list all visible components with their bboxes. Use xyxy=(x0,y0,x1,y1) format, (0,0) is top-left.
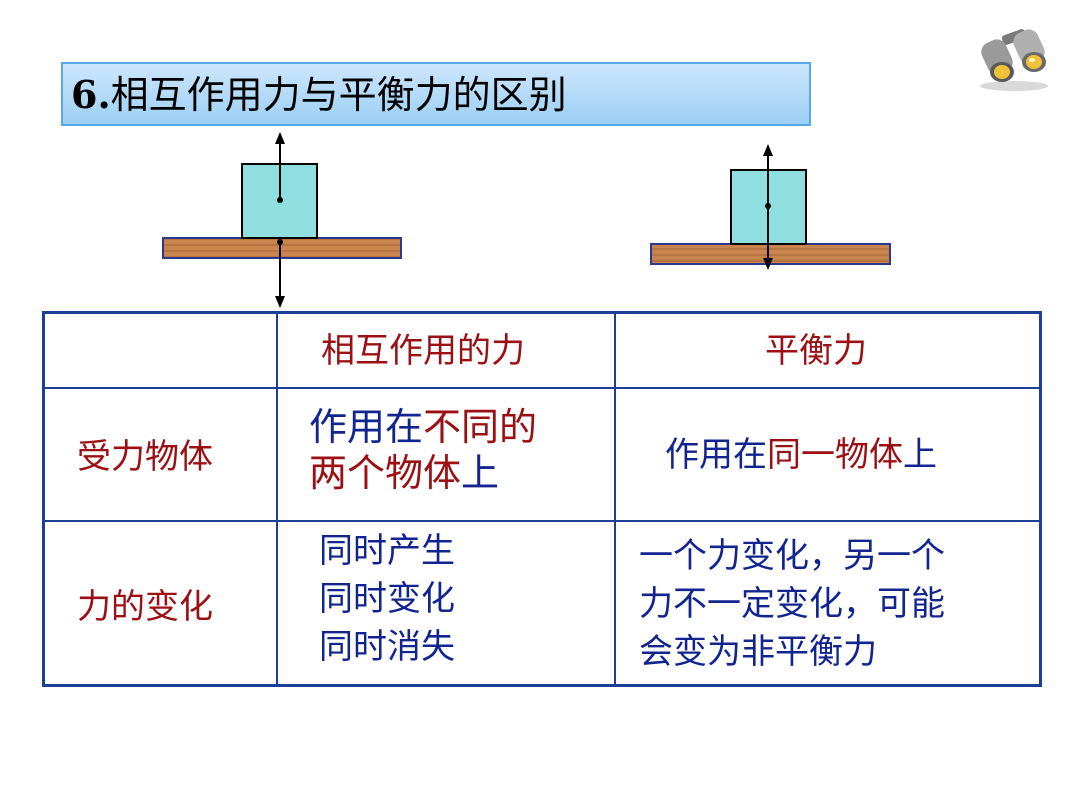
table-divider xyxy=(276,314,278,684)
interaction-force-diagram xyxy=(162,132,402,308)
title-number: 6. xyxy=(71,72,111,117)
row1-interaction-cell: 作用在不同的 两个物体上 xyxy=(309,405,538,495)
slide-title-box: 6.相互作用力与平衡力的区别 xyxy=(61,62,811,126)
header-balance-force: 平衡力 xyxy=(765,331,867,371)
row2-interaction-cell: 同时产生 同时变化 同时消失 xyxy=(319,531,455,667)
row2-balance-cell: 一个力变化，另一个 力不一定变化，可能 会变为非平衡力 xyxy=(639,536,945,672)
balance-force-diagram xyxy=(650,144,891,270)
row-label-receiving-object: 受力物体 xyxy=(77,437,213,477)
comparison-table: 相互作用的力 平衡力 受力物体 作用在不同的 两个物体上 作用在同一物体上 力的… xyxy=(42,311,1042,687)
row-label-force-change: 力的变化 xyxy=(77,587,213,627)
header-interaction-force: 相互作用的力 xyxy=(321,331,525,371)
table-divider xyxy=(614,314,616,684)
row1-balance-cell: 作用在同一物体上 xyxy=(665,435,937,475)
title-text: 相互作用力与平衡力的区别 xyxy=(110,73,567,117)
table-divider xyxy=(45,520,1039,522)
binoculars-icon xyxy=(980,29,1048,91)
table-divider xyxy=(45,387,1039,389)
slide-title: 6.相互作用力与平衡力的区别 xyxy=(71,68,567,122)
